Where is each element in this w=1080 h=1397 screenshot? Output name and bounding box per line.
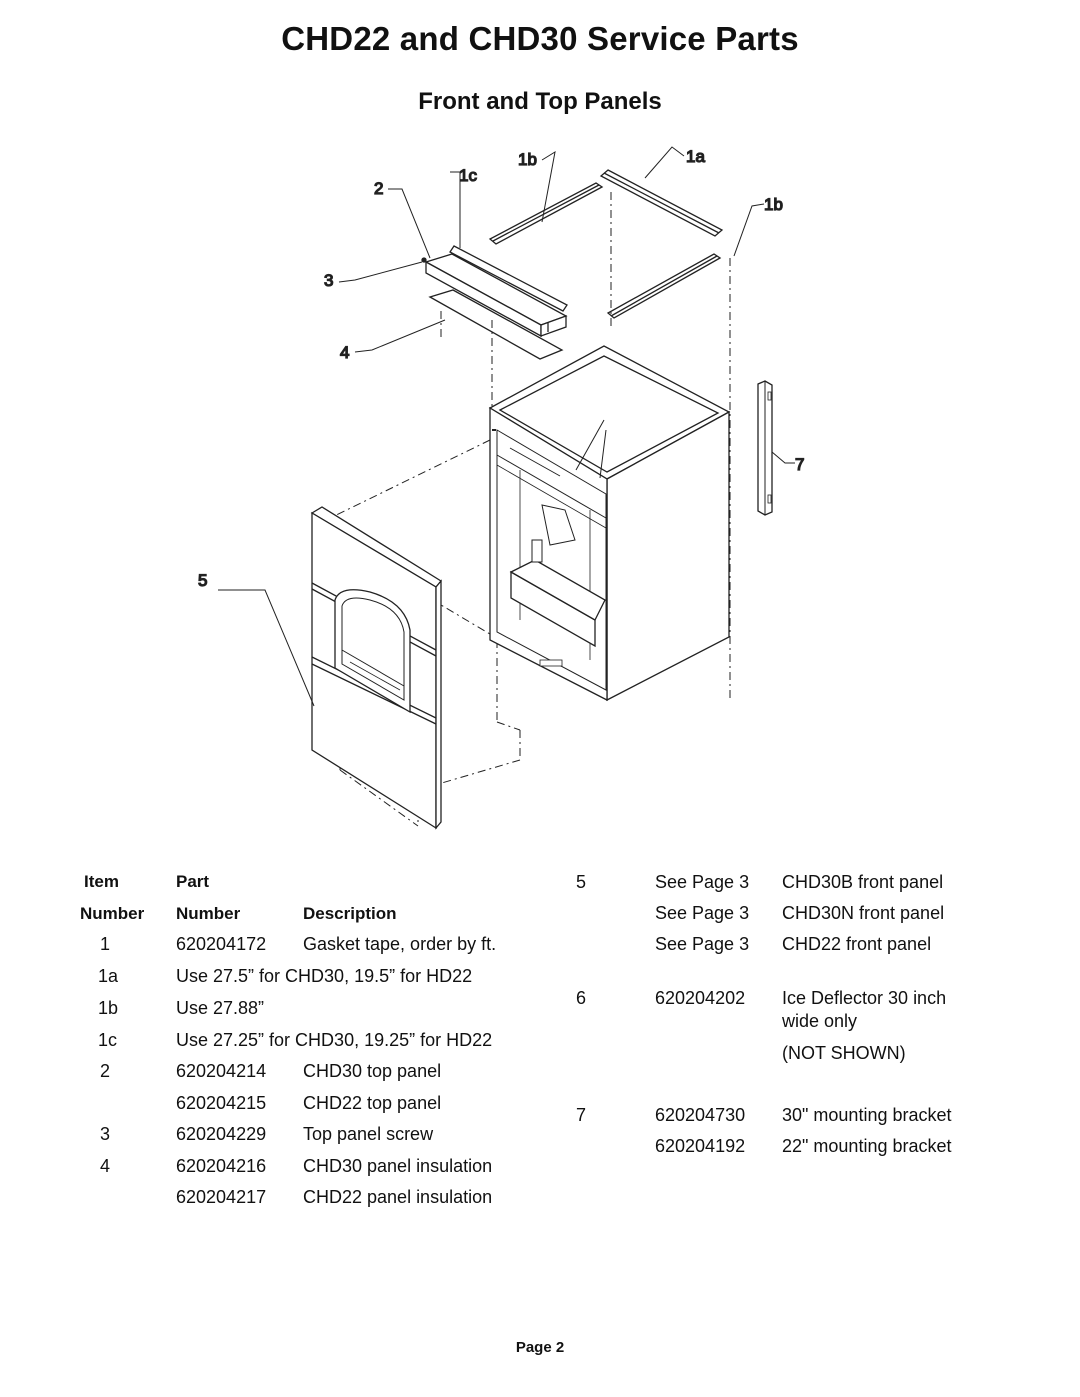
left-row-5-desc: CHD30 top panel xyxy=(303,1061,442,1081)
gasket-strip-1b-right xyxy=(606,253,722,319)
right-row-4-part: 620204202 xyxy=(655,988,746,1008)
left-row-1-item: 1 xyxy=(100,934,111,954)
assembly-guide-lines xyxy=(321,192,731,827)
left-row-6-part: 620204215 xyxy=(176,1093,267,1113)
callout-7: 7 xyxy=(795,455,804,474)
callout-5: 5 xyxy=(198,571,207,590)
right-row-1-item: 5 xyxy=(576,872,587,892)
right-row-1-part: See Page 3 xyxy=(655,872,750,892)
left-row-8-desc: CHD30 panel insulation xyxy=(303,1156,493,1176)
left-row-2-part: Use 27.5” for CHD30, 19.5” for HD22 xyxy=(176,966,473,986)
right-row-4-desc: Ice Deflector 30 inch xyxy=(782,988,947,1008)
left-row-7-desc: Top panel screw xyxy=(303,1124,434,1144)
front-panel xyxy=(310,506,442,830)
callout-3: 3 xyxy=(324,271,333,290)
left-row-4-item: 1c xyxy=(98,1030,118,1050)
callout-1c: 1c xyxy=(459,166,477,185)
callout-1a: 1a xyxy=(686,147,705,166)
right-row-5-part: 620204730 xyxy=(655,1105,746,1125)
right-row-6-desc: 22" mounting bracket xyxy=(782,1136,952,1156)
left-row-9-part: 620204217 xyxy=(176,1187,267,1207)
right-row-4-item: 6 xyxy=(576,988,587,1008)
right-row-6-part: 620204192 xyxy=(655,1136,746,1156)
right-row-2-part: See Page 3 xyxy=(655,903,750,923)
right-row-5-desc: 30" mounting bracket xyxy=(782,1105,952,1125)
gasket-strip-1c xyxy=(449,245,568,312)
panel-insulation xyxy=(428,289,564,360)
cabinet xyxy=(488,345,731,702)
left-row-1-desc: Gasket tape, order by ft. xyxy=(303,934,497,954)
right-row-3-desc: CHD22 front panel xyxy=(782,934,932,954)
left-row-3-item: 1b xyxy=(98,998,119,1018)
header-item: Item xyxy=(84,872,119,891)
header-part-number: Number xyxy=(176,904,241,923)
header-item-number: Number xyxy=(80,904,145,923)
left-row-5-item: 2 xyxy=(100,1061,111,1081)
right-row-2-desc: CHD30N front panel xyxy=(782,903,945,923)
left-row-5-part: 620204214 xyxy=(176,1061,267,1081)
callout-4: 4 xyxy=(340,343,349,362)
left-row-7-part: 620204229 xyxy=(176,1124,267,1144)
left-row-7-item: 3 xyxy=(100,1124,111,1144)
right-row-4-not-shown: (NOT SHOWN) xyxy=(782,1043,906,1063)
gasket-strip-1a xyxy=(599,169,724,237)
page-number: Page 2 xyxy=(515,1339,565,1356)
left-row-6-desc: CHD22 top panel xyxy=(303,1093,442,1113)
left-row-3-part: Use 27.88” xyxy=(176,998,265,1018)
left-row-8-part: 620204216 xyxy=(176,1156,267,1176)
exploded-parts-diagram: 2 1c 1b 1a 1b 3 4 5 7 xyxy=(197,146,805,830)
left-row-2-item: 1a xyxy=(98,966,119,986)
right-row-4-desc-line2: wide only xyxy=(782,1011,858,1031)
right-row-1-desc: CHD30B front panel xyxy=(782,872,944,892)
left-row-9-desc: CHD22 panel insulation xyxy=(303,1187,493,1207)
callout-leaders xyxy=(218,146,795,707)
section-title: Front and Top Panels xyxy=(418,88,662,115)
right-row-5-item: 7 xyxy=(576,1105,587,1125)
top-panel xyxy=(421,253,568,338)
left-row-4-part: Use 27.25” for CHD30, 19.25” for HD22 xyxy=(176,1030,493,1050)
callout-1b-right: 1b xyxy=(764,195,783,214)
mounting-bracket xyxy=(757,380,773,516)
right-row-3-part: See Page 3 xyxy=(655,934,750,954)
callout-2: 2 xyxy=(374,179,383,198)
callout-1b-top: 1b xyxy=(518,150,537,169)
header-part: Part xyxy=(176,872,210,891)
page-title: CHD22 and CHD30 Service Parts xyxy=(281,20,799,57)
gasket-strip-1b-top xyxy=(488,182,604,245)
header-description: Description xyxy=(303,904,397,923)
left-row-8-item: 4 xyxy=(100,1156,111,1176)
left-row-1-part: 620204172 xyxy=(176,934,267,954)
